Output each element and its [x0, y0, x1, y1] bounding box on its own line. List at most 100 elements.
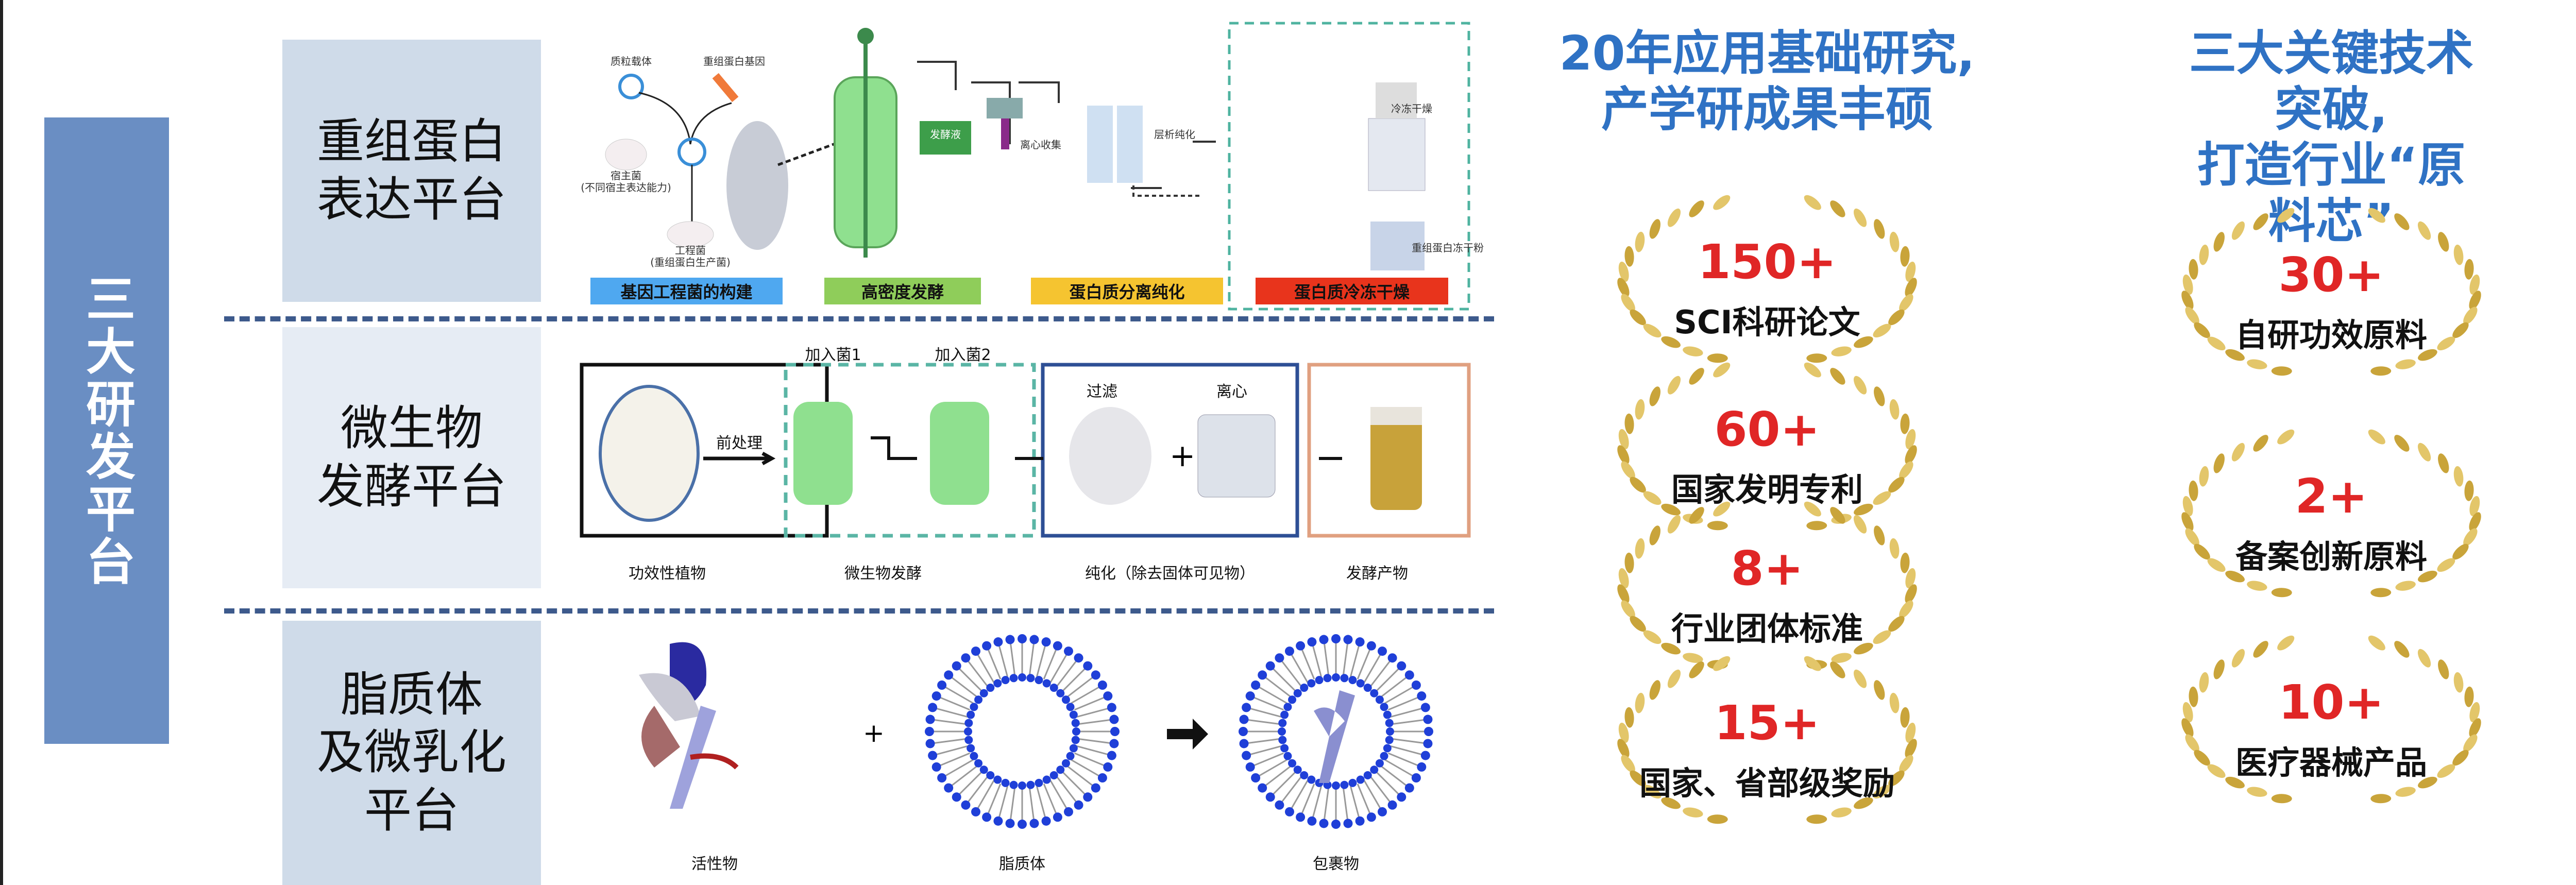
award-col1-0: 150+SCI科研论文 — [1607, 193, 1927, 368]
lipid-head — [982, 812, 992, 822]
encapsulated-label: 包裹物 — [1313, 855, 1359, 873]
award-number: 10+ — [2278, 675, 2384, 730]
lipid-head — [971, 646, 980, 656]
step-gene-engineering: 基因工程菌的构建 — [590, 278, 783, 304]
laurel-leaf — [2469, 274, 2480, 295]
laurel-leaf — [2368, 429, 2385, 445]
lipid-head — [1001, 676, 1010, 685]
laurel-leaf — [1635, 399, 1645, 420]
laurel-leaf — [1617, 278, 1630, 297]
lipid-head — [1245, 762, 1255, 772]
fermentation-frame — [784, 363, 1036, 538]
lipid-head — [970, 752, 978, 760]
laurel-leaf — [1643, 785, 1662, 799]
laurel-leaf — [1643, 630, 1662, 644]
lipid-head — [1069, 710, 1078, 719]
laurel-leaf — [1854, 503, 1873, 516]
laurel-leaf — [2185, 528, 2199, 546]
gene-label: 重组蛋白基因 — [703, 55, 765, 67]
lipid-head — [971, 807, 980, 816]
laurel-leaf — [1905, 429, 1916, 449]
laurel-leaf — [2271, 794, 2292, 804]
laurel-leaf — [2253, 435, 2268, 452]
laurel-leaf — [1649, 525, 1660, 546]
encapsulated-protein-icon — [1314, 690, 1355, 783]
main-label-bar: 三大研发平台 — [44, 117, 169, 744]
laurel-leaf — [1630, 770, 1646, 787]
lipid-head — [1307, 775, 1316, 784]
laurel-leaf — [1854, 336, 1873, 348]
laurel-leaf — [2181, 291, 2194, 310]
lipid-head — [1343, 819, 1353, 828]
laurel-leaf — [1873, 630, 1891, 644]
lipid-head — [1056, 689, 1065, 697]
laurel-leaf — [2277, 429, 2295, 445]
lipid-head — [928, 703, 938, 712]
laurel-leaf — [2395, 581, 2416, 591]
laurel-leaf — [1889, 231, 1900, 252]
lipid-head — [1064, 807, 1073, 816]
lipid-head — [1071, 719, 1080, 727]
microscope-image — [726, 121, 788, 250]
laurel-leaf — [1830, 661, 1845, 678]
laurel-leaf — [1630, 476, 1646, 493]
lipid-head — [1056, 765, 1065, 774]
laurel-leaf — [2271, 588, 2292, 598]
lipid-head — [1355, 637, 1365, 647]
laurel-leaf — [2438, 453, 2449, 473]
platform-recombinant-protein: 重组蛋白 表达平台 — [282, 40, 541, 302]
lipid-head — [1069, 744, 1078, 753]
lipid-head — [1074, 800, 1083, 810]
lipid-head — [1387, 800, 1397, 810]
lipid-head — [1091, 670, 1100, 680]
laurel-leaf — [2453, 466, 2464, 487]
award-number: 150+ — [1698, 234, 1837, 290]
lipid-head — [1109, 714, 1119, 724]
powder-label: 重组蛋白冻干粉 — [1412, 242, 1484, 254]
lipid-head — [1242, 751, 1251, 760]
lipid-head — [1397, 661, 1406, 671]
lipid-head — [1411, 680, 1421, 690]
liposome-label: 脂质体 — [999, 855, 1045, 873]
laurel-leaf — [1804, 362, 1821, 378]
gene-icon — [712, 73, 739, 103]
lipid-head — [1018, 634, 1027, 643]
laurel-leaf — [1617, 739, 1630, 758]
lipid-head — [1278, 719, 1287, 727]
laurel-leaf — [2395, 359, 2416, 369]
laurel-leaf — [1854, 642, 1873, 655]
lipid-head — [1404, 670, 1414, 680]
lipid-head — [964, 736, 973, 744]
lipid-head — [1083, 792, 1093, 802]
lipid-head — [1332, 781, 1340, 790]
laurel-leaf — [1873, 785, 1891, 799]
laurel-leaf — [2194, 322, 2210, 338]
lipid-head — [1074, 653, 1083, 663]
laurel-leaf — [1713, 362, 1731, 378]
laurel-leaf — [1831, 653, 1852, 663]
laurel-leaf — [2231, 649, 2245, 668]
fermentation-diagram: + — [580, 363, 1471, 538]
step-protein-freeze-drying: 蛋白质冷冻干燥 — [1256, 278, 1448, 304]
laurel-leaf — [1853, 515, 1867, 534]
lipid-head — [1293, 765, 1302, 774]
lipid-head — [986, 771, 995, 779]
laurel-leaf — [1689, 200, 1704, 217]
lipid-head — [961, 800, 971, 810]
freeze-dry-frame — [1228, 22, 1470, 311]
lipid-head — [1397, 792, 1406, 802]
award-col1-1: 60+国家发明专利 — [1607, 361, 1927, 536]
lipid-head — [1370, 689, 1379, 697]
lipid-head — [1383, 744, 1392, 753]
lipid-head — [1041, 637, 1051, 647]
lipid-head — [1378, 646, 1387, 656]
lipid-head — [1239, 714, 1249, 724]
laurel-leaf — [1874, 386, 1885, 406]
lipid-head — [925, 739, 935, 748]
stage-label: 微生物发酵 — [844, 565, 922, 583]
award-number: 60+ — [1714, 402, 1820, 457]
laurel-leaf — [2370, 366, 2392, 376]
lipid-head — [1293, 689, 1302, 697]
laurel-leaf — [2394, 641, 2410, 658]
fermenter-2-icon — [930, 402, 989, 505]
